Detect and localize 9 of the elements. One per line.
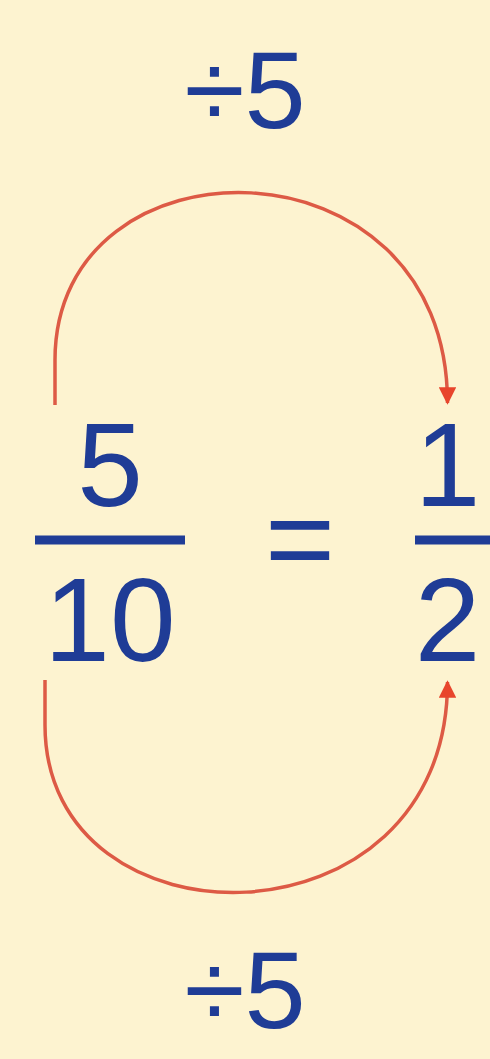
equals-sign: = <box>263 478 337 598</box>
number: 2 <box>405 560 490 680</box>
edge-label: ÷5 <box>183 35 307 145</box>
edge-label: ÷5 <box>183 935 307 1045</box>
number: 1 <box>405 405 490 525</box>
curved-arrow <box>53 191 455 405</box>
curved-arrow <box>43 680 455 894</box>
number: 10 <box>30 560 190 680</box>
number: 5 <box>40 405 180 525</box>
